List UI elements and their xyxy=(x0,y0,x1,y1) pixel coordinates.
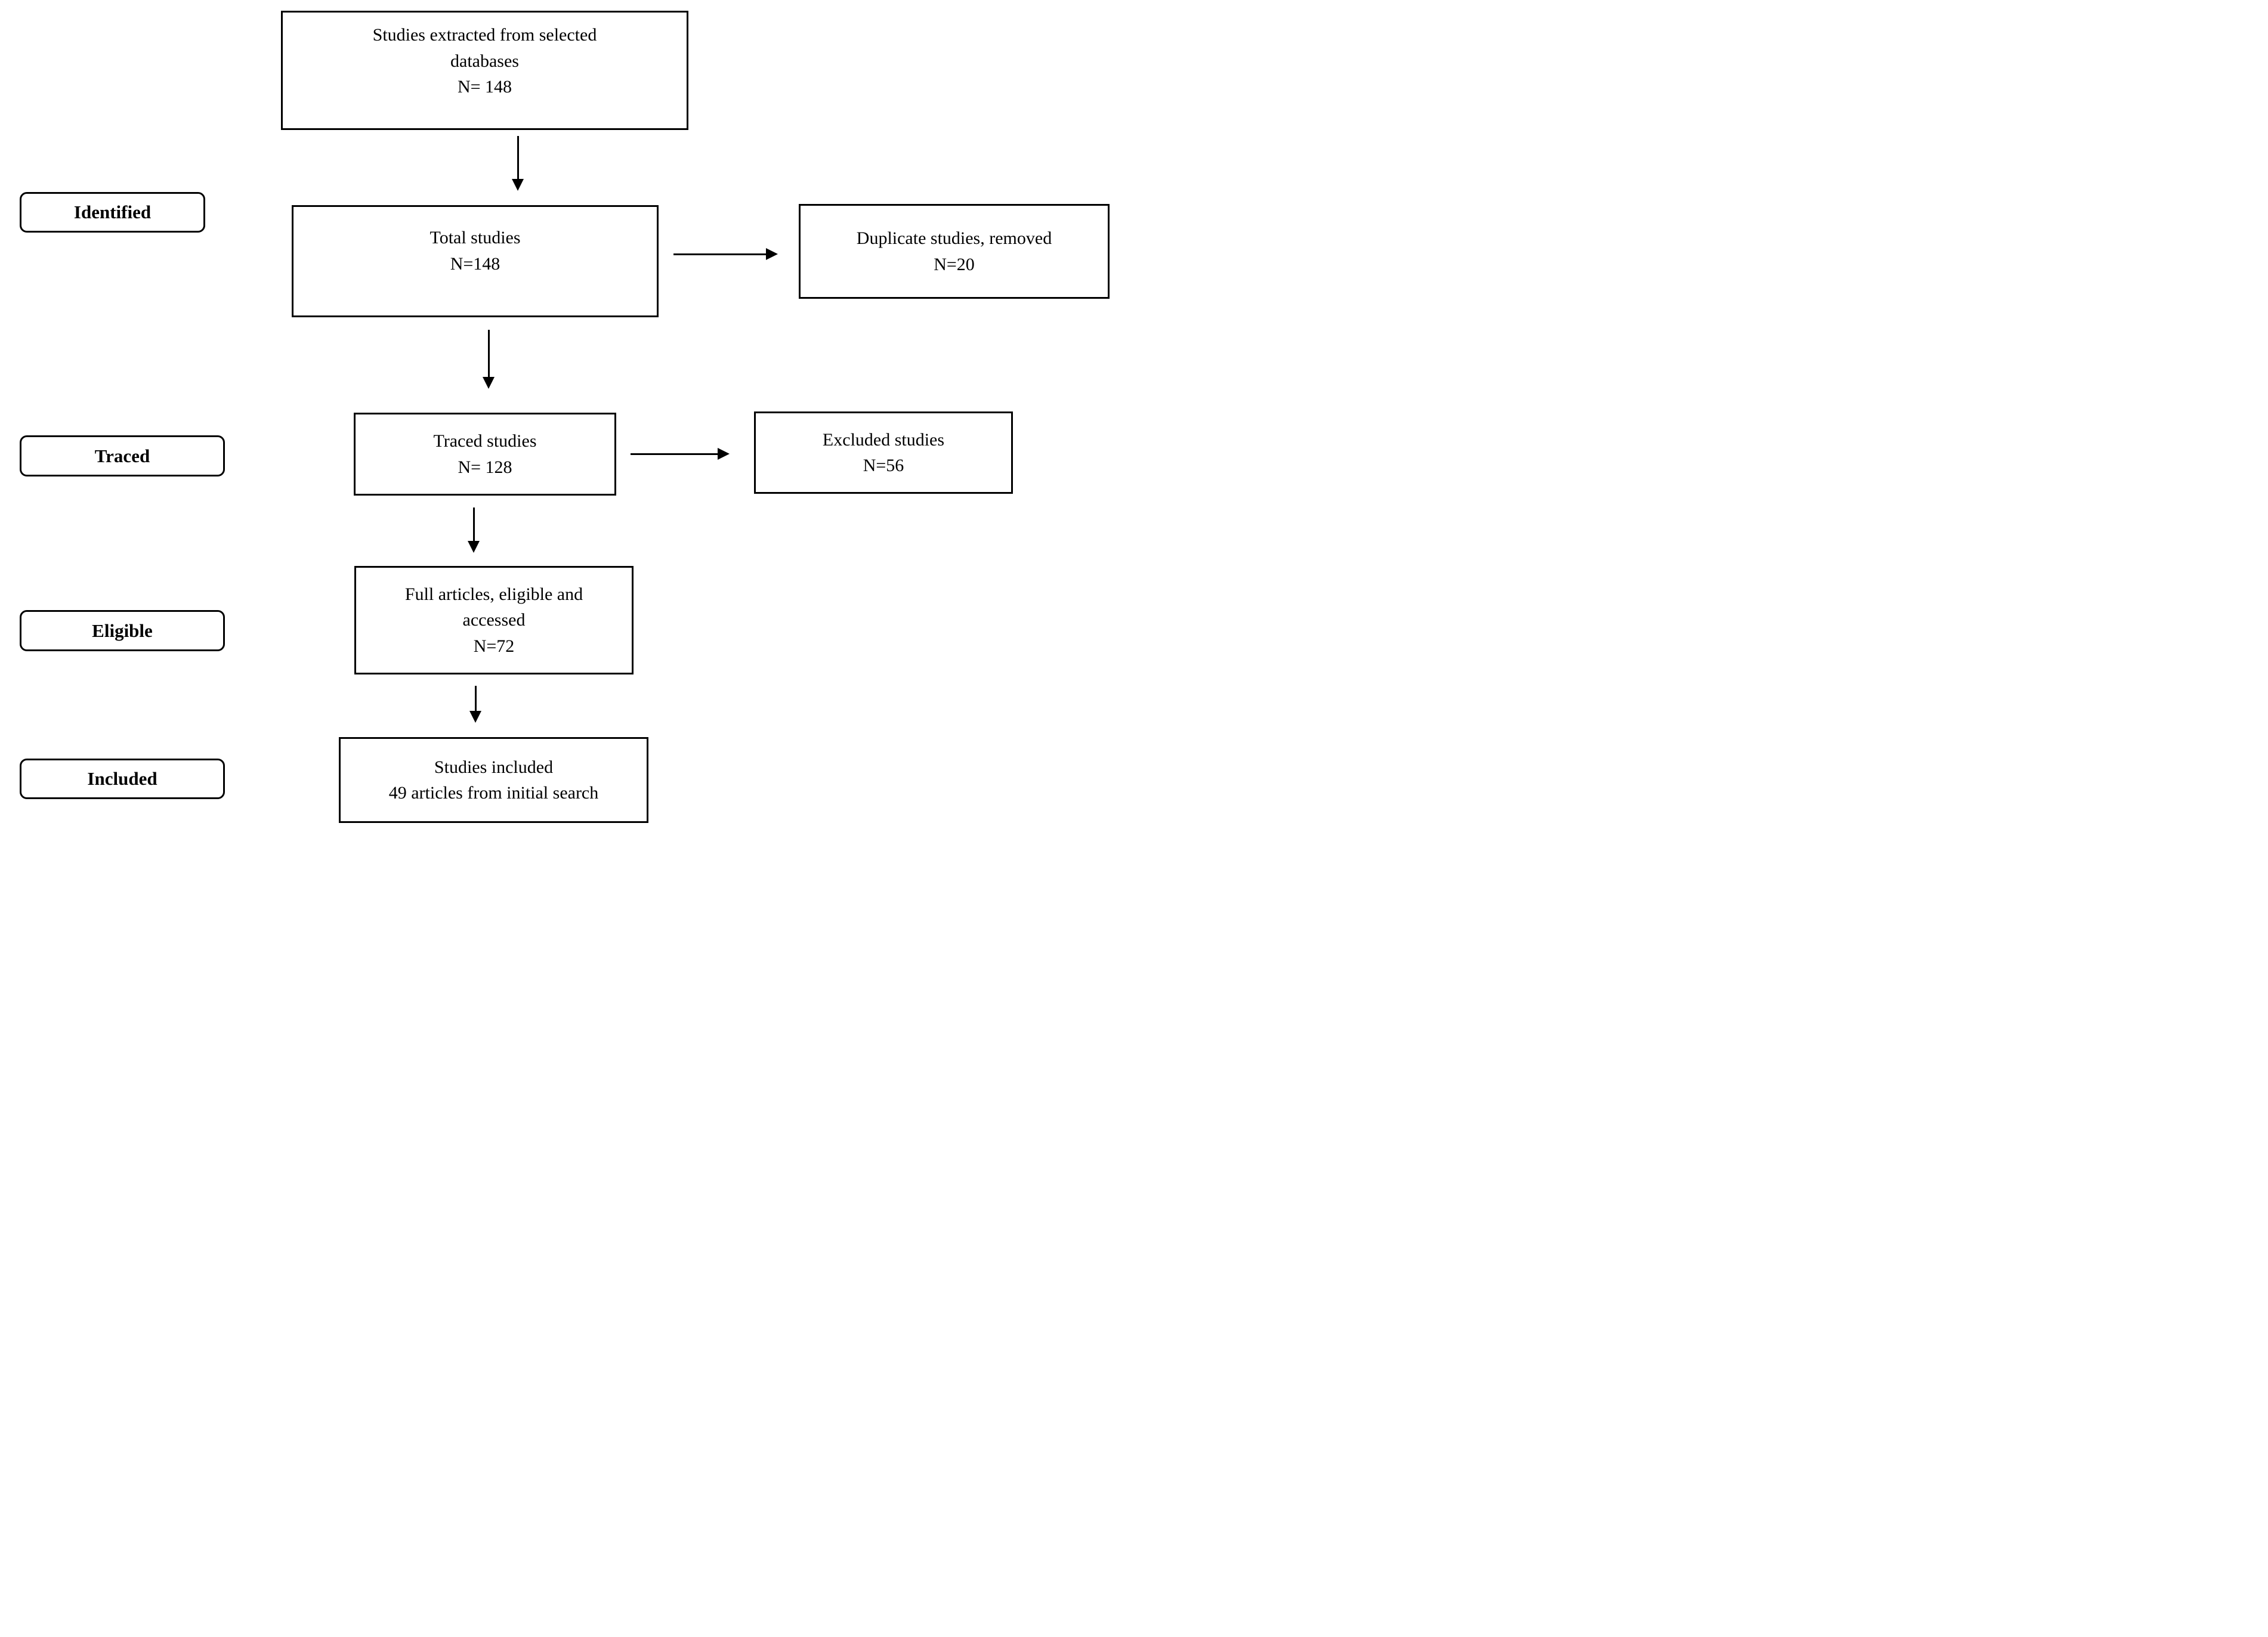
box-text-line: Studies included xyxy=(434,757,554,777)
box-text-line: Full articles, eligible and xyxy=(404,584,583,604)
stage-label-text: Identified xyxy=(73,202,152,222)
arrow-head xyxy=(468,541,480,553)
arrow-down-icon xyxy=(469,686,481,723)
box-count-line: N=20 xyxy=(934,254,975,274)
box-traced-studies: Traced studies N= 128 xyxy=(354,413,616,496)
box-text-line: Total studies xyxy=(430,228,521,247)
study-selection-flow-diagram: Studies extracted from selected database… xyxy=(0,0,1134,823)
stage-label-included: Included xyxy=(20,759,225,799)
box-count-line: N=148 xyxy=(450,253,500,274)
box-count-line: N=72 xyxy=(473,636,515,656)
arrow-shaft xyxy=(631,453,718,455)
stage-label-identified: Identified xyxy=(20,192,205,233)
stage-label-text: Eligible xyxy=(92,620,153,641)
box-duplicate-studies-removed: Duplicate studies, removed N=20 xyxy=(799,204,1110,299)
stage-label-traced: Traced xyxy=(20,435,225,476)
stage-label-text: Traced xyxy=(94,445,150,466)
arrow-head xyxy=(512,179,524,191)
box-text-line: Excluded studies xyxy=(822,429,945,450)
box-studies-included: Studies included 49 articles from initia… xyxy=(339,737,648,823)
box-count-line: N= 128 xyxy=(458,457,512,477)
arrow-shaft xyxy=(517,136,519,180)
stage-label-text: Included xyxy=(87,768,157,789)
arrow-right-icon xyxy=(673,248,778,260)
box-text-line: 49 articles from initial search xyxy=(388,783,599,803)
arrow-head xyxy=(766,248,778,260)
box-count-line: N=56 xyxy=(863,456,904,475)
box-text-line: Traced studies xyxy=(433,431,537,451)
box-text-line: Duplicate studies, removed xyxy=(856,228,1052,248)
box-excluded-studies: Excluded studies N=56 xyxy=(754,411,1013,494)
arrow-down-icon xyxy=(512,136,524,191)
arrow-shaft xyxy=(487,330,490,377)
arrow-shaft xyxy=(474,686,477,711)
box-full-articles-eligible: Full articles, eligible and accessed N=7… xyxy=(354,566,634,674)
arrow-head xyxy=(469,711,481,723)
box-studies-extracted: Studies extracted from selected database… xyxy=(281,11,688,130)
box-text-line: Studies extracted from selected xyxy=(372,25,597,45)
box-text-line: accessed xyxy=(462,610,526,630)
arrow-down-icon xyxy=(468,507,480,553)
arrow-down-icon xyxy=(483,330,495,389)
arrow-shaft xyxy=(472,507,475,541)
arrow-shaft xyxy=(673,253,767,255)
stage-label-eligible: Eligible xyxy=(20,610,225,651)
arrow-right-icon xyxy=(631,448,730,460)
box-text-line: databases xyxy=(450,51,519,71)
box-count-line: N= 148 xyxy=(457,77,512,97)
arrow-head xyxy=(483,377,495,389)
arrow-head xyxy=(718,448,730,460)
box-total-studies: Total studies N=148 xyxy=(292,205,659,317)
